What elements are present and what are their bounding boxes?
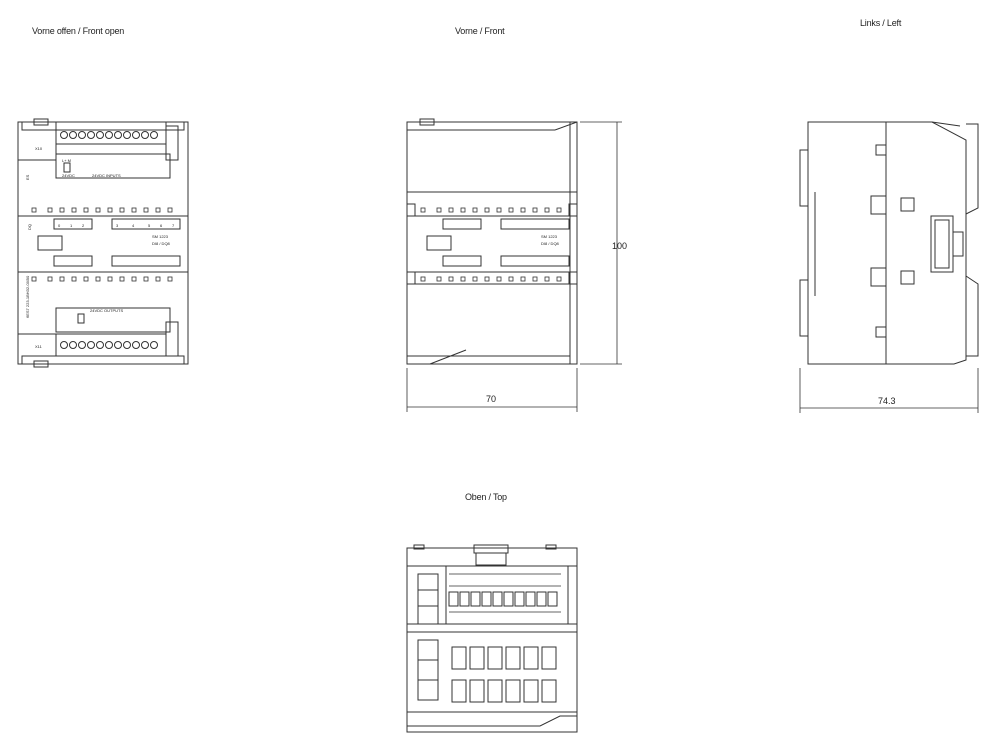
front-open-view: X10 X11 ES DQ 6ES7 223-1BH32-0XB0 L+ M 2… [17, 118, 189, 368]
top-view-label: Oben / Top [465, 492, 507, 502]
front-open-latch [37, 235, 63, 251]
front-upper-leds [420, 207, 562, 213]
front-open-module-type: DI8 / DQ8 [152, 241, 171, 246]
front-open-channel-0: 0 [58, 223, 61, 228]
front-open-output-label-strip [55, 307, 171, 333]
front-open-bottom-terminal-block [55, 333, 167, 357]
front-open-bottom-connector-id: X11 [35, 344, 43, 349]
top-terminal-screws [448, 591, 558, 607]
front-open-top-clip [33, 118, 49, 126]
top-connector-cells [451, 646, 557, 703]
front-open-lower-leds [31, 276, 173, 282]
front-open-supply-top: L+ M [62, 158, 71, 163]
front-open-channel-6: 6 [160, 223, 163, 228]
front-open-module-name: SM 1223 [152, 234, 169, 239]
front-view: SM 1223 DI8 / DQ8 100 70 [406, 118, 627, 412]
front-open-channel-2: 2 [82, 223, 85, 228]
front-module-name: SM 1223 [541, 234, 558, 239]
front-open-supply-label: 24VDC [62, 173, 75, 178]
left-view-label: Links / Left [860, 18, 902, 28]
front-open-channel-1: 1 [70, 223, 73, 228]
front-open-input-label-strip [55, 153, 171, 179]
front-open-inputs-label: 24VDC INPUTS [92, 173, 121, 178]
width-dimension: 70 [486, 394, 496, 404]
front-open-top-connector-id: X10 [35, 146, 43, 151]
top-view [406, 544, 578, 733]
left-housing [807, 121, 967, 365]
front-open-bottom-terminals [60, 341, 158, 349]
front-open-serial-text: 6ES7 223-1BH32-0XB0 [25, 275, 30, 318]
left-dimensions [799, 368, 979, 413]
front-view-label: Vorne / Front [455, 26, 505, 36]
top-latch-upper [417, 573, 439, 625]
top-housing [406, 547, 578, 733]
front-housing [406, 121, 578, 365]
front-open-outputs-label: 24VDC OUTPUTS [90, 308, 123, 313]
front-open-top-terminal-block [55, 121, 167, 145]
depth-dimension: 74.3 [878, 396, 896, 406]
front-open-channel-3: 3 [116, 223, 119, 228]
front-open-bottom-clip [33, 360, 49, 368]
left-bus-connector [930, 215, 954, 273]
front-open-bottom-rail [21, 355, 185, 365]
front-open-channel-4: 4 [132, 223, 135, 228]
height-dimension: 100 [612, 241, 627, 251]
front-open-top-terminals [60, 131, 158, 139]
front-lower-leds [420, 276, 562, 282]
top-latch-lower [417, 639, 439, 701]
front-dimensions [406, 121, 622, 412]
front-open-lower-side-text: DQ [27, 224, 32, 230]
front-open-channel-5: 5 [148, 223, 151, 228]
front-open-side-text: ES [25, 174, 30, 180]
front-open-upper-leds [31, 207, 173, 213]
front-module-type: DI8 / DQ8 [541, 241, 560, 246]
front-open-top-rail [21, 121, 185, 131]
front-open-channel-7: 7 [172, 223, 175, 228]
front-open-view-label: Vorne offen / Front open [32, 26, 125, 36]
front-top-clip [419, 118, 435, 126]
left-view: 74.3 [799, 121, 979, 413]
front-latch [426, 235, 452, 251]
